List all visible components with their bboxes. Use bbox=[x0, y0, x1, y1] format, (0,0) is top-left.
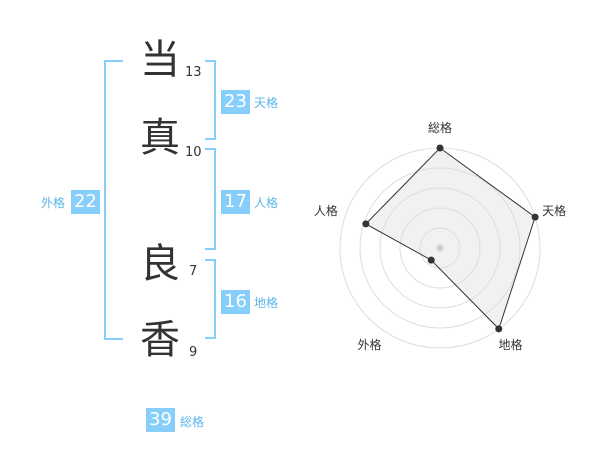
radar-ring-1 bbox=[419, 227, 461, 269]
soukaku-label: 総格 bbox=[180, 415, 205, 429]
radar-point-2 bbox=[495, 325, 503, 333]
gaikaku-label: 外格 bbox=[41, 196, 66, 210]
radar-ring-2 bbox=[399, 207, 481, 289]
radar-center-dot bbox=[436, 244, 444, 252]
radar-axis-label-2: 地格 bbox=[499, 337, 523, 352]
soukaku-score: 39 bbox=[146, 408, 175, 432]
jinkaku-score: 17 bbox=[221, 190, 250, 214]
radar-axis-label-0: 総格 bbox=[428, 120, 452, 135]
radar-point-3 bbox=[427, 256, 435, 264]
name-char-3: 良 bbox=[140, 241, 180, 287]
radar-points bbox=[362, 144, 539, 333]
name-char-1: 当 bbox=[140, 37, 180, 83]
radar-ring-4 bbox=[359, 167, 521, 329]
radar-axis-label-3: 外格 bbox=[357, 337, 381, 352]
chikaku-label: 地格 bbox=[254, 296, 279, 310]
jinkaku-label: 人格 bbox=[254, 196, 279, 210]
radar-area bbox=[364, 147, 536, 330]
name-char-4: 香 bbox=[140, 317, 180, 363]
tenkaku-label: 天格 bbox=[254, 96, 279, 110]
radar-ring-3 bbox=[379, 187, 501, 309]
radar-point-4 bbox=[362, 220, 370, 228]
tenkaku-bracket bbox=[205, 60, 216, 140]
tenkaku-score: 23 bbox=[221, 90, 250, 114]
gaikaku-score: 22 bbox=[71, 190, 100, 214]
radar-axis-label-4: 人格 bbox=[314, 203, 338, 218]
radar-point-1 bbox=[531, 213, 539, 221]
chikaku-bracket bbox=[205, 259, 216, 339]
stroke-count-3: 7 bbox=[189, 264, 198, 279]
stroke-count-1: 13 bbox=[185, 65, 202, 80]
stroke-count-2: 10 bbox=[185, 145, 202, 160]
radar-axis-label-1: 天格 bbox=[542, 203, 566, 218]
stroke-count-4: 9 bbox=[189, 345, 198, 360]
gaikaku-bracket bbox=[104, 60, 123, 340]
jinkaku-bracket bbox=[205, 148, 216, 250]
chikaku-score: 16 bbox=[221, 290, 250, 314]
radar-point-0 bbox=[436, 144, 444, 152]
name-char-2: 真 bbox=[140, 115, 180, 161]
